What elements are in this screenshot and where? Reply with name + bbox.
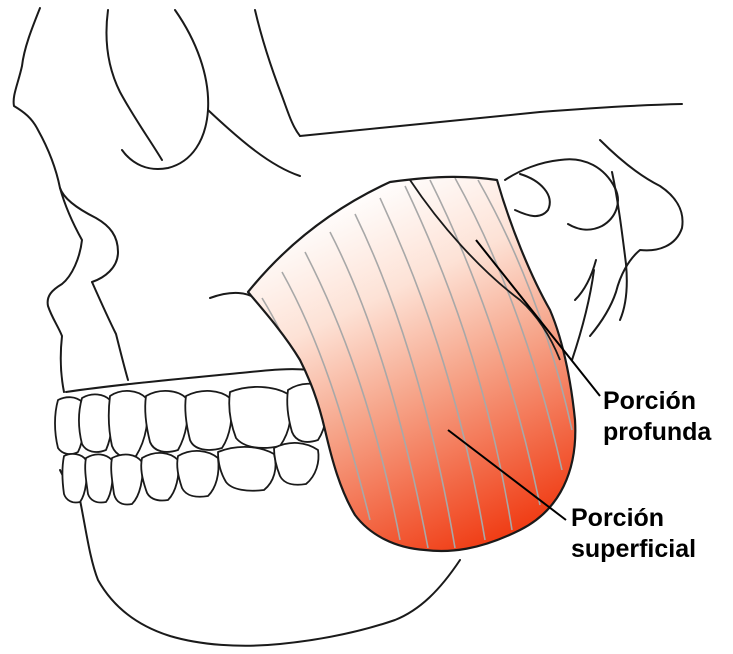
upper-molar-1 — [229, 387, 291, 448]
orbit-rim — [122, 10, 208, 169]
maxilla-front — [92, 282, 128, 380]
mandible-ramus — [572, 270, 594, 360]
upper-canine — [109, 391, 148, 458]
zygomatic-arch — [300, 104, 682, 136]
upper-premolar-2 — [185, 391, 231, 450]
lower-incisor-2 — [85, 454, 113, 502]
cheek-line — [208, 110, 300, 176]
upper-premolar-1 — [145, 391, 187, 452]
upper-incisor-2 — [79, 394, 112, 452]
frontal-line — [255, 10, 300, 136]
face-profile — [14, 8, 82, 392]
condyle — [505, 159, 618, 229]
temporal-process — [515, 174, 550, 216]
label-deep-line1: Porción — [603, 386, 711, 417]
lower-molar-1 — [218, 447, 276, 491]
mastoid — [590, 140, 683, 336]
lower-molar-2 — [274, 443, 319, 485]
label-superficial-portion: Porción superficial — [571, 503, 696, 565]
muscle-fill — [248, 177, 575, 551]
label-deep-line2: profunda — [603, 417, 711, 448]
orbit-front — [107, 10, 163, 160]
lower-premolar-1 — [141, 453, 178, 501]
label-superficial-line1: Porción — [571, 503, 696, 534]
label-superficial-line2: superficial — [571, 534, 696, 565]
lower-incisor-1 — [63, 454, 87, 503]
lower-premolar-2 — [177, 451, 218, 497]
lower-canine — [111, 455, 142, 505]
nose-bridge — [60, 188, 118, 282]
masseter-muscle — [248, 177, 575, 551]
label-deep-portion: Porción profunda — [603, 386, 711, 448]
